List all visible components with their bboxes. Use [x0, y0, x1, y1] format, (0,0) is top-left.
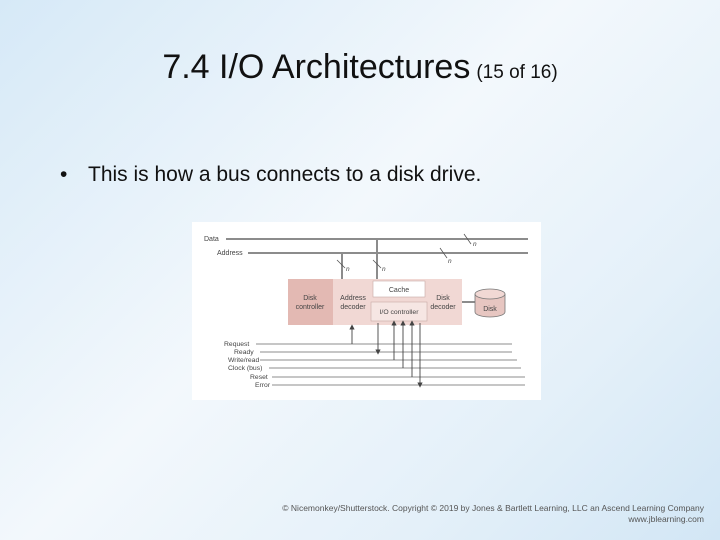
- address-drop-tick: [336, 259, 346, 269]
- bullet-text: This is how a bus connects to a disk dri…: [88, 163, 482, 186]
- slide-title-page-count: (15 of 16): [476, 62, 558, 83]
- slide-title: 7.4 I/O Architectures(15 of 16): [0, 48, 720, 87]
- control-lines: [256, 343, 525, 386]
- bullet-item: • This is how a bus connects to a disk dr…: [60, 163, 481, 187]
- slide-title-main: 7.4 I/O Architectures: [162, 48, 471, 86]
- disk-decoder-label-1: Disk: [436, 295, 450, 302]
- data-bus-width-tick: [463, 233, 472, 245]
- data-drop-width-label: n: [382, 266, 386, 273]
- bus-disk-diagram: Data Address n n n n Disk controller Add…: [192, 222, 541, 400]
- cache-block: [372, 280, 426, 298]
- disk-controller-label-2: controller: [296, 304, 325, 311]
- control-label-error: Error: [255, 382, 271, 389]
- copyright-line: © Nicemonkey/Shutterstock. Copyright © 2…: [282, 503, 704, 513]
- address-bus-label: Address: [217, 250, 243, 257]
- data-bus-label: Data: [204, 236, 219, 243]
- bus-disk-diagram-svg: Data Address n n n n Disk controller Add…: [204, 233, 528, 389]
- address-bus-width-label: n: [448, 258, 452, 265]
- address-decoder-label-1: Address: [340, 295, 366, 302]
- control-label-ready: Ready: [234, 349, 254, 356]
- control-label-reset: Reset: [250, 374, 268, 381]
- control-label-clock: Clock (bus): [228, 365, 262, 372]
- data-bus-width-label: n: [473, 241, 477, 248]
- bullet-dot: •: [60, 163, 68, 186]
- copyright-credit: © Nicemonkey/Shutterstock. Copyright © 2…: [282, 503, 704, 525]
- io-controller-block: [370, 301, 428, 322]
- address-decoder-label-2: decoder: [340, 304, 366, 311]
- disk-label: Disk: [483, 306, 497, 313]
- control-label-write-read: Write/read: [228, 357, 259, 364]
- control-label-request: Request: [224, 341, 249, 348]
- disk-controller-label-1: Disk: [303, 295, 317, 302]
- disk-decoder-label-2: decoder: [430, 304, 456, 311]
- data-drop-tick: [372, 259, 382, 269]
- address-bus-width-tick: [439, 247, 448, 259]
- publisher-url: www.jblearning.com: [628, 514, 704, 524]
- io-controller-label: I/O controller: [380, 309, 420, 316]
- address-drop-width-label: n: [346, 266, 350, 273]
- disk-icon: [474, 288, 506, 318]
- cache-label: Cache: [389, 287, 409, 294]
- disk-controller-block: [288, 279, 333, 325]
